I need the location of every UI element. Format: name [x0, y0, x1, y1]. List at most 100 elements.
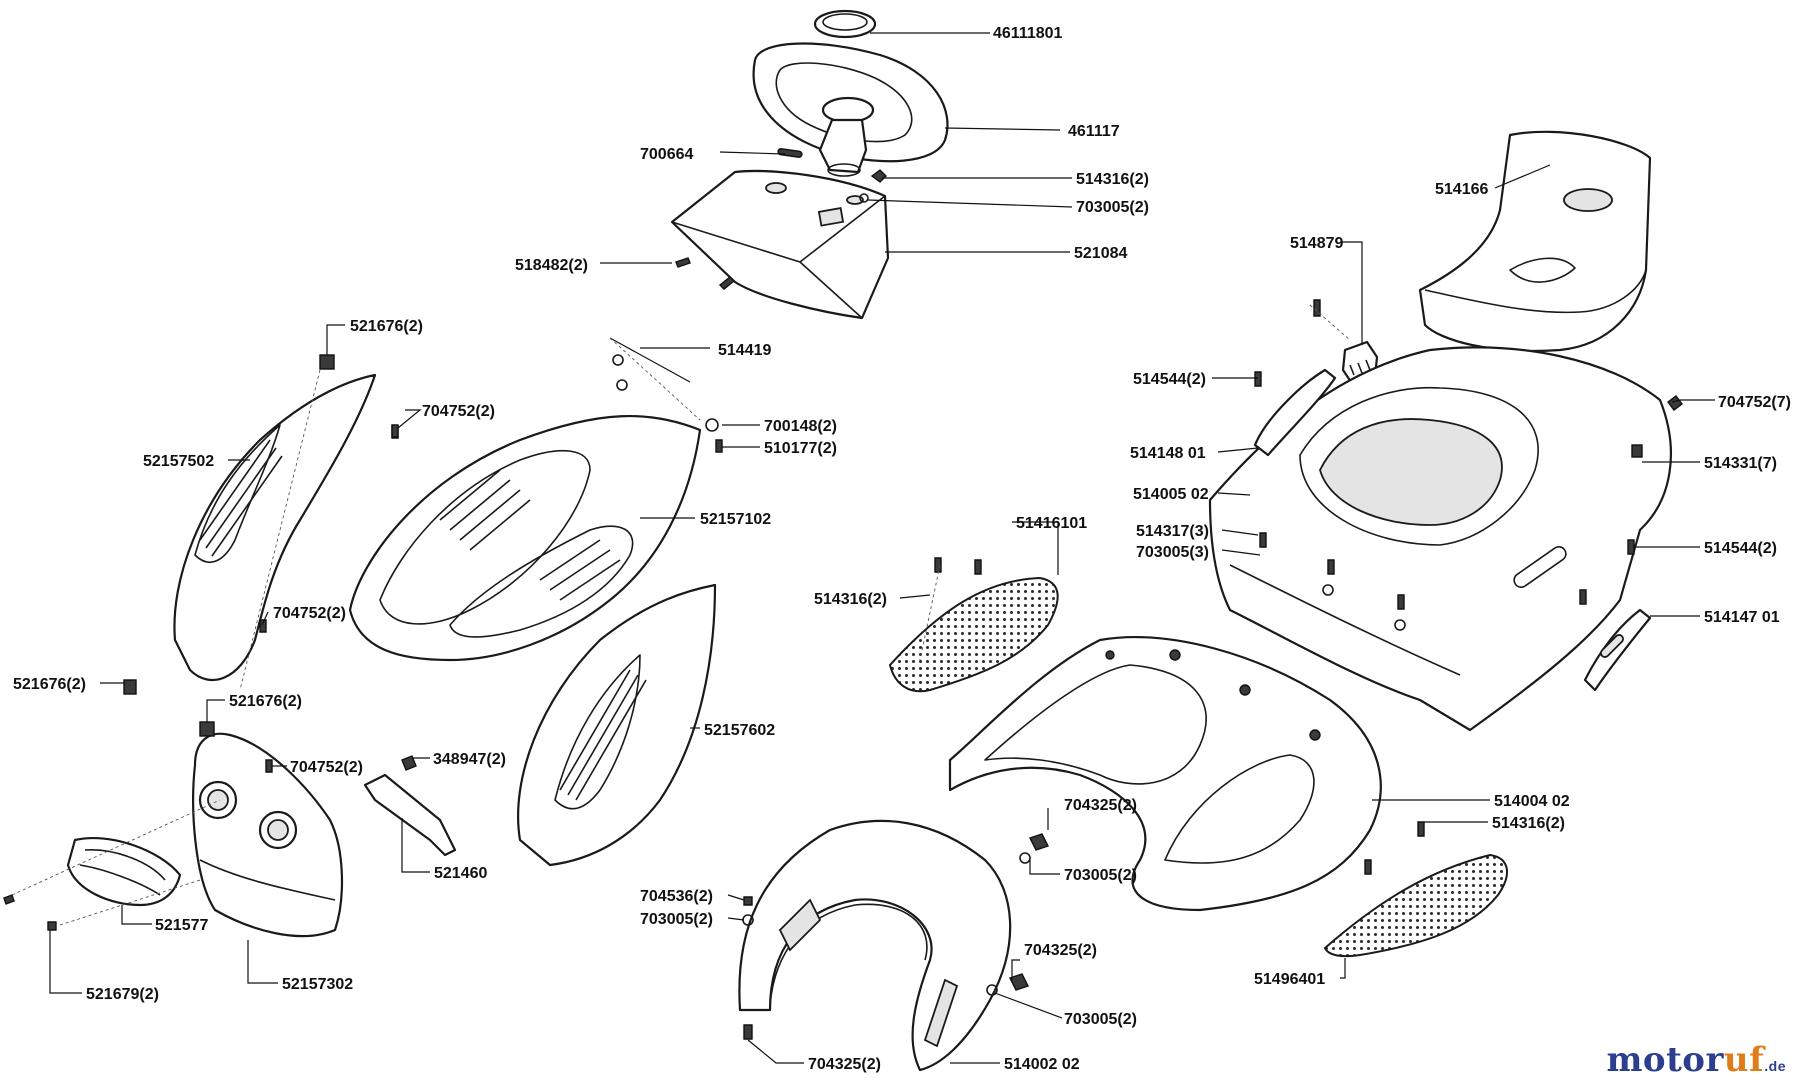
footboard: [948, 636, 1382, 912]
headlight-lens-body: [66, 836, 182, 907]
footboard-body: [948, 636, 1382, 912]
label-52157502: 52157502: [143, 453, 214, 470]
label-518482: 518482(2): [515, 257, 588, 274]
front-bottom-panel-bolt-1: [1029, 833, 1049, 851]
fender-screw-1: [1259, 532, 1267, 548]
fender-screws: [1259, 532, 1406, 631]
footboard-opening-right: [1164, 754, 1315, 864]
steering-cap-rim: [822, 13, 868, 31]
steering-wheel-assembly: [752, 9, 949, 177]
front-grille-clip: [199, 721, 215, 737]
side-panel-left-clip-bottom: [123, 679, 137, 695]
label-521676-grille: 521676(2): [229, 693, 302, 710]
label-52157102: 52157102: [700, 511, 771, 528]
headlight-lens-line-1: [84, 849, 166, 881]
leader-l43: [49, 930, 82, 994]
front-grille-seam: [199, 859, 336, 901]
front-bottom-panel-inner: [769, 903, 928, 1006]
side-trim-left-body: [1253, 368, 1337, 457]
label-514879: 514879: [1290, 235, 1343, 252]
label-514166: 514166: [1435, 181, 1488, 198]
footboard-bolt-3: [1309, 729, 1321, 741]
fender-screw-3: [1397, 594, 1405, 610]
dash-screw-a: [870, 169, 887, 183]
foot-mat-upper-screw-1: [934, 557, 942, 573]
seat-contour: [1509, 257, 1576, 283]
steering-shaft-end: [827, 163, 861, 177]
leader-l46: [1340, 958, 1346, 979]
label-514317: 514317(3): [1136, 523, 1209, 540]
leader-l30: [206, 699, 225, 722]
watermark-part3: .de: [1764, 1058, 1786, 1074]
bracket-body: [363, 773, 457, 857]
label-704325-top: 704325(2): [1064, 797, 1137, 814]
front-grille-screw: [265, 759, 273, 773]
label-521577: 521577: [155, 917, 208, 934]
front-grille-light-right-inner: [267, 819, 289, 841]
label-514316: 514316(2): [1076, 171, 1149, 188]
footboard-bolt-4: [1105, 650, 1115, 660]
label-514002: 514002 02: [1004, 1056, 1080, 1073]
label-521676-left: 521676(2): [13, 676, 86, 693]
label-521084: 521084: [1074, 245, 1127, 262]
front-bottom-panel-nut: [743, 896, 753, 906]
dash-panel-body: [670, 169, 890, 320]
seat-front-edge: [1424, 269, 1647, 314]
hood-body: [348, 414, 702, 662]
leader-l09: [1342, 241, 1363, 345]
dash-screw-c: [718, 276, 736, 290]
label-700664: 700664: [640, 146, 693, 163]
hood-washer-right: [705, 418, 719, 432]
leader-l05: [867, 199, 1073, 208]
spring-pin: [777, 148, 803, 158]
label-514331: 514331(7): [1704, 455, 1777, 472]
leader-l40: [727, 917, 745, 921]
label-46111801: 46111801: [993, 25, 1063, 42]
fender-screw-top: [1667, 395, 1683, 411]
label-704536: 704536(2): [640, 888, 713, 905]
dash-hole-2: [846, 195, 864, 205]
leader-l27: [261, 611, 269, 626]
foot-mat-upper-body: [888, 576, 1059, 693]
steering-wheel-inner: [775, 62, 913, 143]
seat-shell: [1418, 130, 1652, 353]
bracket: [363, 755, 457, 857]
guide-hood: [609, 337, 701, 421]
label-510177: 510177(2): [764, 440, 837, 457]
foot-mat-lower: [1323, 821, 1508, 958]
side-trim-left-screw: [1254, 371, 1262, 387]
foot-mat-upper-screw-2: [974, 559, 982, 575]
side-panel-right-body: [517, 583, 717, 867]
hood-washer-top: [612, 354, 624, 366]
side-panel-left-slats: [199, 439, 283, 557]
label-514004: 514004 02: [1494, 793, 1570, 810]
hood-scoop-right: [449, 525, 634, 638]
leader-l23: [1221, 529, 1259, 536]
hood-washer-upper: [616, 379, 628, 391]
foot-mat-lower-body: [1323, 853, 1508, 958]
dash-washer: [859, 193, 869, 203]
label-514147: 514147 01: [1704, 609, 1780, 626]
front-grille-light-left-inner: [207, 789, 229, 811]
side-trim-left: [1253, 368, 1337, 457]
fender-washer-2: [1394, 619, 1406, 631]
footboard-bolt-2: [1239, 684, 1251, 696]
leader-l12: [397, 409, 422, 429]
leader-l18: [1671, 399, 1715, 403]
label-521676-top: 521676(2): [350, 318, 423, 335]
guide-mat: [919, 564, 941, 661]
hood-scoop-left: [379, 449, 591, 625]
fender-washer-1: [1322, 584, 1334, 596]
seat-switch-screw: [1313, 299, 1321, 317]
leader-l45: [994, 992, 1063, 1019]
label-514316-footboard: 514316(2): [1492, 815, 1565, 832]
label-51496401: 51496401: [1254, 971, 1325, 988]
footboard-bolt-1: [1169, 649, 1181, 661]
watermark-part2: uf: [1723, 1040, 1765, 1080]
part-labels: 46111801 461117 700664 514316(2) 703005(…: [13, 25, 1791, 1073]
label-703005-footboard: 703005(2): [1064, 867, 1137, 884]
label-461117: 461117: [1068, 123, 1120, 140]
front-bottom-panel-strip: [923, 978, 959, 1048]
seat-switch-pins: [1349, 359, 1371, 376]
